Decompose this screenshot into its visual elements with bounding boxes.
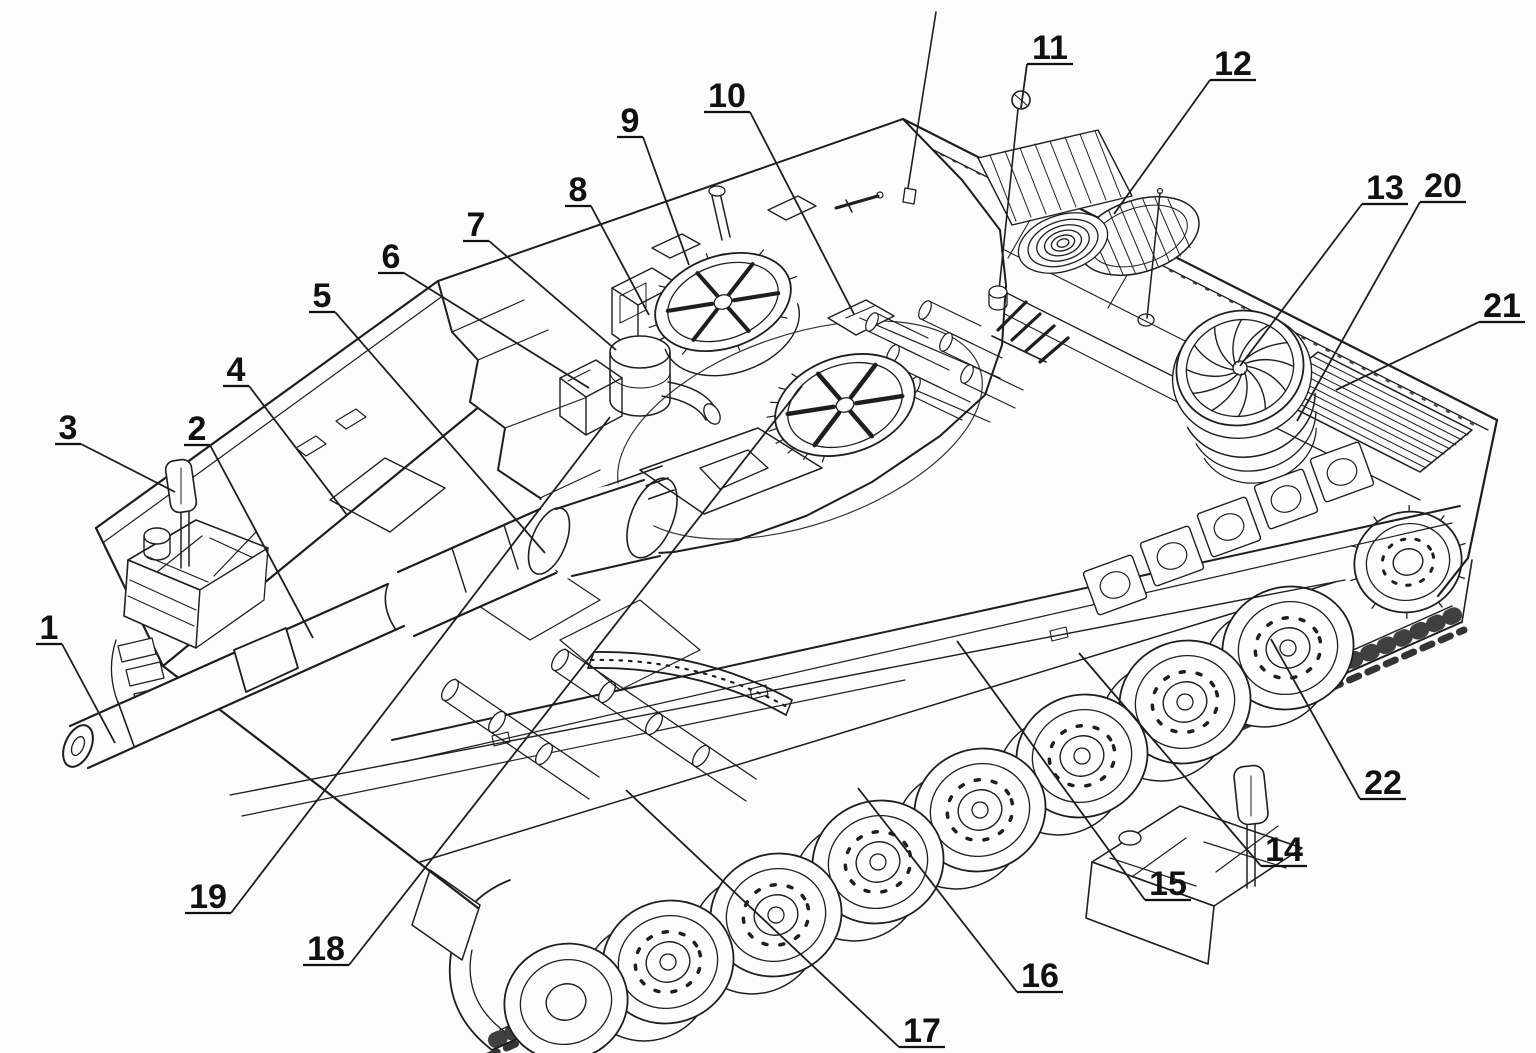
callout-3: 3 <box>55 409 176 493</box>
leader-line <box>1296 201 1421 422</box>
leader-line <box>857 787 1018 993</box>
callout-number: 9 <box>621 102 640 140</box>
callout-number: 21 <box>1483 287 1521 325</box>
callout-16: 16 <box>857 787 1063 995</box>
callout-number: 19 <box>189 878 227 916</box>
leader-line <box>80 443 176 493</box>
gun-breech <box>639 427 823 515</box>
callout-22: 22 <box>1270 638 1406 802</box>
idler-wheel <box>503 942 629 1053</box>
cooling-fan <box>1171 309 1317 484</box>
leader-line <box>348 385 803 966</box>
callout-number: 6 <box>382 238 401 276</box>
callout-number: 20 <box>1424 167 1462 205</box>
callout-6: 6 <box>378 238 590 389</box>
callout-number: 10 <box>708 77 746 115</box>
engine-side-boxes <box>1082 441 1375 616</box>
front-right-lamp-guard <box>1085 764 1303 965</box>
callout-18: 18 <box>303 385 803 968</box>
callout-20: 20 <box>1296 167 1466 422</box>
callout-number: 8 <box>569 171 588 209</box>
callout-13: 13 <box>1239 169 1408 367</box>
callout-19: 19 <box>185 416 611 916</box>
tank-drawing <box>62 11 1499 1053</box>
leader-line <box>642 136 690 266</box>
front-mudflap <box>411 869 481 961</box>
callout-10: 10 <box>704 77 855 315</box>
smoke-dischargers <box>996 300 1070 364</box>
callout-number: 22 <box>1364 764 1402 802</box>
callout-1: 1 <box>36 609 116 744</box>
front-left-lamp-guard <box>123 458 269 649</box>
callout-number: 13 <box>1366 169 1404 207</box>
leader-line <box>749 111 855 315</box>
callout-number: 2 <box>188 410 207 448</box>
callout-number: 5 <box>313 277 332 315</box>
leader-line <box>1239 203 1363 367</box>
turret <box>437 118 1070 557</box>
callout-4: 4 <box>223 351 348 516</box>
leader-line <box>230 416 611 914</box>
hull-ammo-cylinders <box>440 559 757 802</box>
leader-line <box>625 789 900 1048</box>
leader-line <box>1113 79 1211 215</box>
leader-line <box>403 272 590 389</box>
air-cleaner-spiral <box>1017 212 1109 274</box>
callout-number: 4 <box>227 351 246 389</box>
loader-hatch-wheel <box>766 353 916 463</box>
callout-number: 17 <box>903 1012 941 1050</box>
callout-number: 14 <box>1265 831 1303 869</box>
callout-5: 5 <box>309 277 546 554</box>
callout-number: 18 <box>307 930 345 968</box>
drive-sprocket <box>1350 504 1466 620</box>
rear-antenna <box>1146 192 1161 319</box>
leader-line <box>956 640 1146 901</box>
bustle-ammo-rack <box>849 300 1024 423</box>
leader-line <box>209 444 314 639</box>
leader-line <box>1270 638 1361 800</box>
callout-number: 11 <box>1032 29 1068 67</box>
callout-14: 14 <box>1078 652 1307 869</box>
gunner-periscope <box>559 359 623 436</box>
leader-line <box>334 311 546 554</box>
callout-number: 1 <box>40 609 59 647</box>
leader-line <box>61 643 116 744</box>
turret-drum-assembly <box>609 267 721 425</box>
callout-21: 21 <box>1335 287 1525 391</box>
whip-antenna <box>907 11 937 189</box>
callout-11: 11 <box>1020 29 1073 109</box>
antennas <box>902 11 1164 327</box>
leader-line <box>590 205 650 316</box>
engine-deck <box>758 117 1499 501</box>
leader-line <box>1078 652 1262 867</box>
gun-mantlet <box>626 477 678 559</box>
roof-stowage-box <box>827 299 895 336</box>
callout-2: 2 <box>184 410 314 639</box>
leader-line <box>248 385 348 516</box>
callout-number: 3 <box>59 409 78 447</box>
leader-line <box>488 240 617 351</box>
callout-7: 7 <box>463 206 617 351</box>
callout-9: 9 <box>617 102 690 266</box>
callout-8: 8 <box>565 171 650 316</box>
leader-line <box>1020 63 1028 109</box>
callout-number: 16 <box>1021 957 1059 995</box>
callout-15: 15 <box>956 640 1191 903</box>
callout-17: 17 <box>625 789 945 1050</box>
callout-number: 7 <box>467 206 486 244</box>
callout-number: 15 <box>1149 865 1187 903</box>
callout-12: 12 <box>1113 45 1256 215</box>
muzzle <box>62 724 94 768</box>
ventilator-fan <box>648 249 801 377</box>
leader-line <box>1335 321 1480 391</box>
callout-number: 12 <box>1214 45 1252 83</box>
